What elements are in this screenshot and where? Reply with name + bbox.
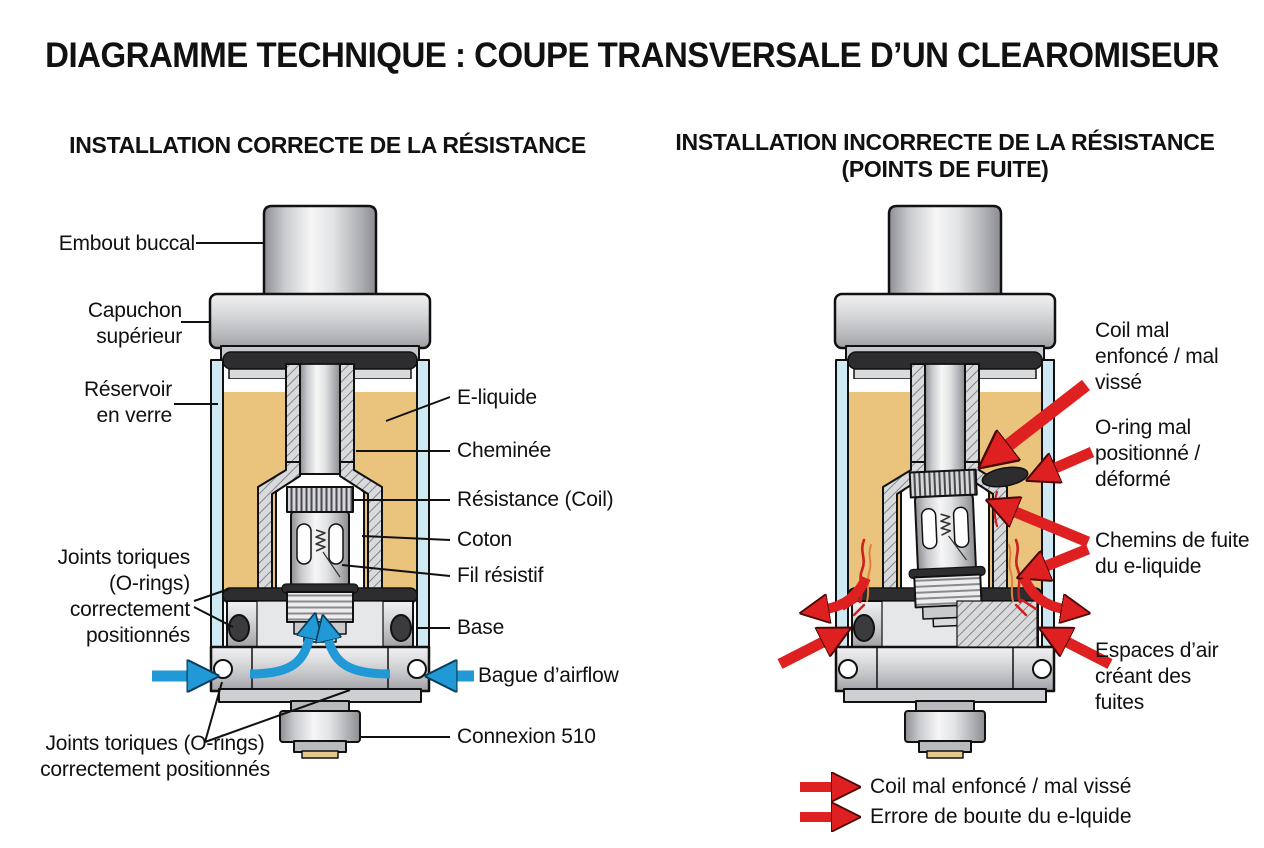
label-coton: Coton xyxy=(457,528,513,551)
label-bague-airflow: Bague d’airflow xyxy=(478,664,619,687)
label-fil-resistif: Fil résistif xyxy=(457,564,544,587)
airflow-arrows xyxy=(152,636,474,676)
airflow-ring-shape xyxy=(209,645,431,693)
airflow-flow-right xyxy=(328,638,391,679)
label-joints-toriques-bas: Joints toriques (O-rings) correctement p… xyxy=(40,732,270,781)
arrow-oring-deformed xyxy=(1053,446,1095,469)
label-coil-mal-enfonce: Coil mal enfoncé / mal vissé xyxy=(1095,319,1219,394)
legend-arrow-icons xyxy=(800,787,834,817)
arrow-leak-path-lower xyxy=(1044,543,1091,567)
legend-item-fuite: Errore de bouıte du e-lquide xyxy=(870,805,1132,828)
label-joints-toriques-haut: Joints toriques (O-rings) correctement p… xyxy=(57,546,191,647)
arrow-leak-path-upper xyxy=(1013,511,1091,548)
connector-510-shape xyxy=(279,710,361,743)
arrow-leak-out-right xyxy=(1019,575,1064,609)
right-panel-title: INSTALLATION INCORRECTE DE LA RÉSISTANCE… xyxy=(660,129,1230,183)
label-connexion-510: Connexion 510 xyxy=(457,725,596,748)
arrow-coil-misseated xyxy=(1006,379,1090,447)
coil-knurl-shape xyxy=(286,486,354,513)
label-resistance-coil: Résistance (Coil) xyxy=(457,488,614,511)
label-base: Base xyxy=(457,616,505,639)
legend-item-coil: Coil mal enfoncé / mal vissé xyxy=(870,775,1132,798)
label-chemins-de-fuite: Chemins de fuite du e-liquide xyxy=(1095,529,1250,578)
coil-wire-shape xyxy=(315,529,326,552)
tank-shell xyxy=(208,204,432,759)
label-capuchon-superieur: Capuchon supérieur xyxy=(87,299,182,348)
leak-arrows xyxy=(777,379,1113,669)
label-espaces-air: Espaces d’air créant des fuites xyxy=(1095,639,1219,714)
label-e-liquide: E-liquide xyxy=(457,386,537,409)
airflow-notch-right xyxy=(407,659,427,679)
glass-wall-right xyxy=(416,359,430,651)
side-oring-left xyxy=(228,614,250,642)
side-oring-right xyxy=(390,614,412,642)
label-oring-mal-positionne: O-ring mal positionné / déformé xyxy=(1095,416,1201,491)
right-panel-title-line1: INSTALLATION INCORRECTE DE LA RÉSISTANCE xyxy=(675,129,1215,155)
top-cap-shape xyxy=(208,292,432,350)
coil-threads-shape xyxy=(286,591,354,623)
leader-lines xyxy=(174,242,451,743)
arrow-airgap-right xyxy=(1065,641,1113,669)
wick-window-left xyxy=(296,523,312,565)
label-embout-buccal: Embout buccal xyxy=(58,232,196,255)
airflow-notch-left xyxy=(213,659,233,679)
right-panel-title-line2: (POINTS DE FUITE) xyxy=(841,156,1049,182)
arrow-airgap-left xyxy=(777,641,825,669)
arrow-leak-out-left xyxy=(826,575,871,609)
fault-overlays xyxy=(777,379,1113,669)
airflow-flow-left xyxy=(249,636,310,679)
page-title: DIAGRAMME TECHNIQUE : COUPE TRANSVERSALE… xyxy=(45,34,1219,75)
connector-pad-shape xyxy=(301,750,339,759)
label-reservoir-en-verre: Réservoir en verre xyxy=(83,378,172,427)
left-panel-title: INSTALLATION CORRECTE DE LA RÉSISTANCE xyxy=(69,132,586,158)
wick-window-right xyxy=(328,523,344,565)
mouthpiece-shape xyxy=(262,204,378,298)
label-cheminee: Cheminée xyxy=(457,439,552,462)
